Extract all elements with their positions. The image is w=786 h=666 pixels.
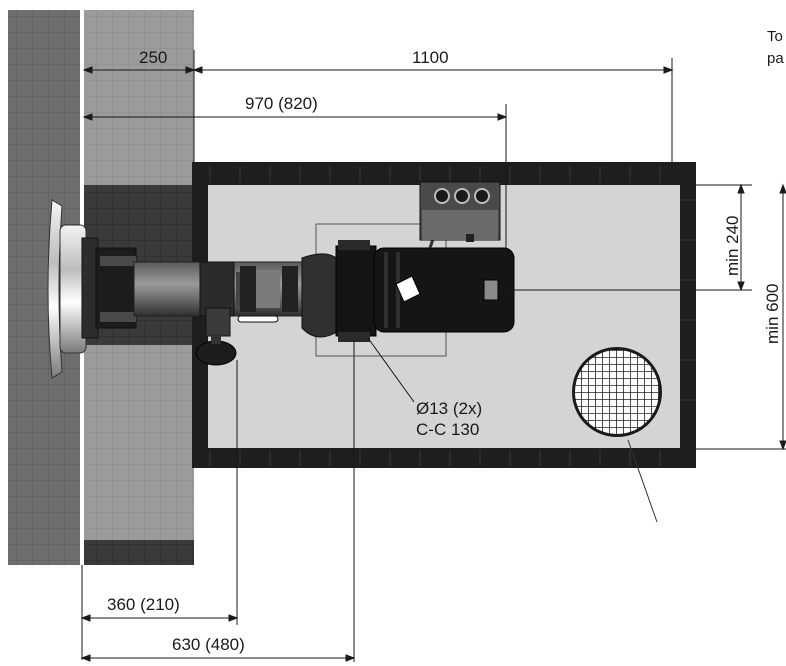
side-note: To pa	[767, 26, 784, 70]
dim-wall-thickness: 250	[139, 48, 167, 67]
dim-valve-offset: 360 (210)	[107, 595, 180, 614]
dim-min-pit-width: min 600	[763, 284, 782, 344]
pump-housing	[301, 240, 377, 342]
side-note-line-2: pa	[767, 50, 784, 67]
suction-pipe	[133, 261, 305, 317]
dim-unit-length: 970 (820)	[245, 94, 318, 113]
bolt-spacing-label: C-C 130	[416, 420, 479, 439]
control-box-icon	[419, 181, 501, 242]
bolt-holes-label: Ø13 (2x)	[416, 399, 482, 418]
valve-handwheel-icon	[195, 307, 279, 366]
drain-grate-icon	[572, 347, 662, 523]
dim-mount-offset: 630 (480)	[172, 635, 245, 654]
wall-fitting-icon	[47, 199, 137, 379]
side-note-line-1: To	[767, 28, 783, 45]
dim-min-side-clearance: min 240	[723, 216, 742, 276]
dimension-lines	[80, 50, 786, 662]
motor-icon	[373, 235, 515, 333]
dim-overall-length: 1100	[412, 48, 449, 67]
